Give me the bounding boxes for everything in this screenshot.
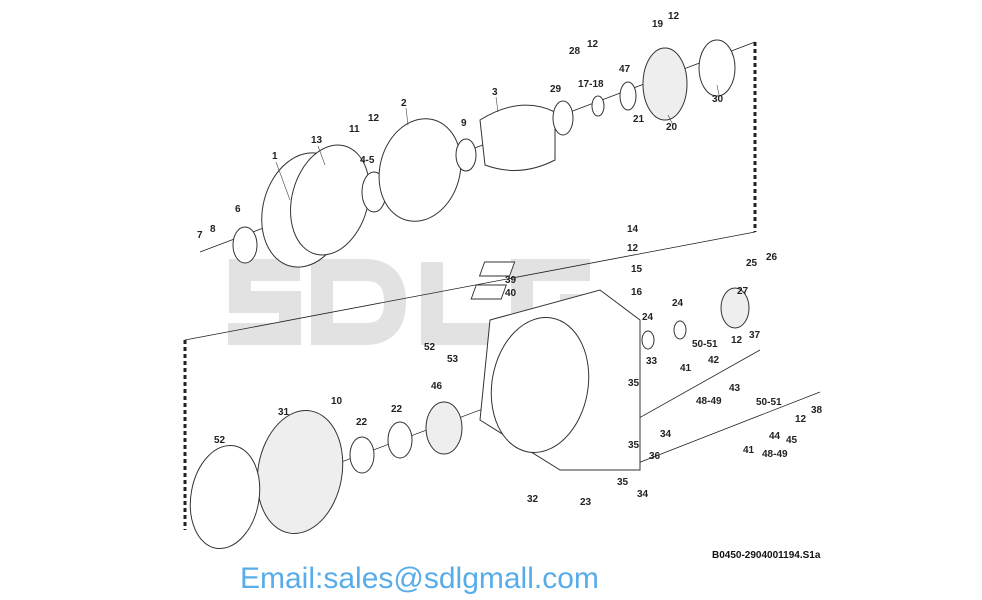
ring-47 — [619, 81, 637, 111]
callout-label: 12 — [795, 414, 807, 425]
callout-label: 34 — [637, 489, 649, 500]
callout-label: 2 — [401, 98, 407, 109]
callout-label: 8 — [210, 224, 216, 235]
callout-label: 20 — [666, 122, 678, 133]
upper-parts — [232, 39, 736, 268]
callout-label: 41 — [680, 363, 692, 374]
callout-label: 42 — [708, 355, 720, 366]
plate-6 — [232, 226, 258, 264]
callout-label: 28 — [569, 46, 581, 57]
callout-label: 35 — [617, 477, 629, 488]
callout-label: 12 — [627, 243, 639, 254]
callout-label: 14 — [627, 224, 639, 235]
callout-label: 34 — [660, 429, 672, 440]
callout-label: 12 — [668, 11, 680, 22]
callout-label: 21 — [633, 114, 645, 125]
callout-label: 29 — [550, 84, 562, 95]
email-watermark: Email:sales@sdlgmall.com — [240, 562, 599, 595]
bearing-22a — [387, 421, 413, 459]
callout-label: 40 — [505, 288, 517, 299]
callout-label: 35 — [628, 378, 640, 389]
callout-label: 44 — [769, 431, 781, 442]
callout-label: 24 — [642, 312, 654, 323]
callout-label: 16 — [631, 287, 643, 298]
diagram-caption: B0450-2904001194.S1a — [712, 550, 821, 561]
callout-label: 38 — [811, 405, 823, 416]
callout-label: 24 — [672, 298, 684, 309]
o-ring-24a — [641, 330, 655, 350]
callout-label: 48-49 — [696, 396, 722, 407]
callout-label: 32 — [527, 494, 539, 505]
callout-label: 26 — [766, 252, 778, 263]
callout-label: 37 — [749, 330, 761, 341]
callout-label: 41 — [743, 445, 755, 456]
plate-15 — [478, 261, 516, 277]
disc-13 — [290, 144, 370, 256]
callout-label: 33 — [646, 356, 658, 367]
callout-label: 47 — [619, 64, 631, 75]
callout-labels: 19 12 28 12 47 17-18 29 3 21 20 30 2 11 … — [197, 11, 823, 508]
gasket-30 — [698, 39, 736, 97]
plate-16 — [470, 284, 507, 300]
callout-label: 39 — [505, 275, 517, 286]
callout-label: 30 — [712, 94, 724, 105]
callout-label: 19 — [652, 19, 664, 30]
callout-label: 48-49 — [762, 449, 788, 460]
lower-parts — [189, 261, 750, 550]
callout-label: 43 — [729, 383, 741, 394]
callout-label: 9 — [461, 118, 467, 129]
gasket-52 — [189, 444, 261, 550]
callout-label: 50-51 — [756, 397, 782, 408]
callout-label: 17-18 — [578, 79, 604, 90]
callout-label: 52 — [424, 342, 436, 353]
callout-label: 35 — [628, 440, 640, 451]
flexplate-2 — [378, 118, 462, 222]
seal-9 — [455, 138, 477, 172]
gear-46 — [425, 401, 463, 455]
callout-label: 22 — [356, 417, 368, 428]
leader-lines — [275, 84, 720, 201]
callout-label: 27 — [737, 286, 749, 297]
cover-27 — [720, 287, 750, 329]
callout-label: 46 — [431, 381, 443, 392]
callout-label: 10 — [331, 396, 343, 407]
bearing-29 — [552, 100, 574, 136]
callout-label: 15 — [631, 264, 643, 275]
o-ring-24b — [673, 320, 687, 340]
callout-label: 4-5 — [360, 155, 375, 166]
callout-label: 45 — [786, 435, 798, 446]
callout-label: 6 — [235, 204, 241, 215]
callout-label: 50-51 — [692, 339, 718, 350]
callout-label: 11 — [349, 124, 360, 135]
callout-label: 53 — [447, 354, 459, 365]
callout-label: 12 — [731, 335, 743, 346]
housing-bore — [490, 317, 590, 453]
callout-label: 52 — [214, 435, 226, 446]
cover-31 — [256, 410, 344, 534]
callout-label: 1 — [272, 151, 278, 162]
callout-label: 13 — [311, 135, 323, 146]
callout-label: 22 — [391, 404, 403, 415]
callout-label: 12 — [368, 113, 380, 124]
callout-label: 12 — [587, 39, 599, 50]
callout-label: 7 — [197, 230, 203, 241]
pump-wheel-20 — [642, 47, 688, 121]
callout-label: 25 — [746, 258, 758, 269]
bearing-22b — [349, 436, 375, 474]
callout-label: 23 — [580, 497, 592, 508]
housing-3 — [479, 104, 556, 171]
callout-label: 31 — [278, 407, 290, 418]
callout-label: 3 — [492, 87, 498, 98]
callout-label: 36 — [649, 451, 661, 462]
ring-17-18 — [591, 95, 605, 117]
